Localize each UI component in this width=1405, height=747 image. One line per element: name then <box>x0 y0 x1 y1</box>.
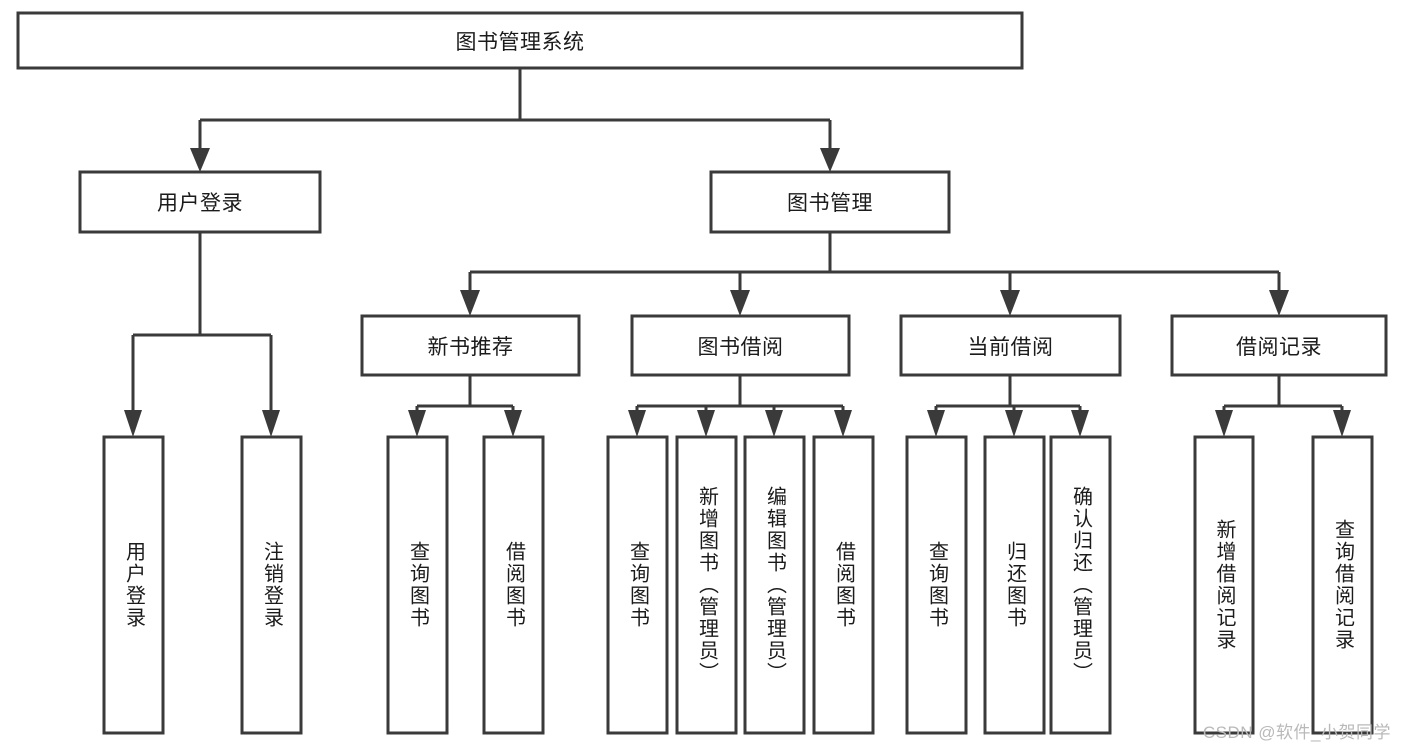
arrow-head-bm-to-new-book-recommend <box>460 290 480 316</box>
arrow-head-br-leaf-0 <box>1215 410 1233 437</box>
arrow-head-root-to-book-management <box>820 148 840 172</box>
arrow-head-user-login-leaf-1 <box>262 410 280 437</box>
arrow-head-bm-to-current-borrow <box>1000 290 1020 316</box>
arrow-head-bb-leaf-0 <box>628 410 646 437</box>
node-box-user-login[interactable] <box>78 170 322 234</box>
leaf-box-12[interactable] <box>1311 435 1374 735</box>
leaf-box-11[interactable] <box>1193 435 1255 735</box>
node-box-current-borrow[interactable] <box>899 314 1122 377</box>
arrow-head-bm-to-borrow-record <box>1269 290 1289 316</box>
node-box-borrow-record[interactable] <box>1170 314 1388 377</box>
node-box-new-book-recommend[interactable] <box>360 314 581 377</box>
arrow-head-nbr-leaf-1 <box>504 410 522 437</box>
leaf-box-2[interactable] <box>386 435 449 735</box>
arrow-head-bb-leaf-1 <box>697 410 715 437</box>
arrow-head-root-to-user-login <box>190 148 210 172</box>
node-box-root[interactable] <box>16 11 1024 70</box>
leaf-box-6[interactable] <box>743 435 806 735</box>
node-box-book-management[interactable] <box>709 170 951 234</box>
leaf-box-8[interactable] <box>905 435 968 735</box>
leaf-box-1[interactable] <box>240 435 303 735</box>
arrow-head-cb-leaf-1 <box>1005 410 1023 437</box>
arrow-head-cb-leaf-0 <box>927 410 945 437</box>
arrow-head-bb-leaf-2 <box>765 410 783 437</box>
leaf-box-10[interactable] <box>1049 435 1112 735</box>
leaf-box-7[interactable] <box>812 435 875 735</box>
arrow-head-cb-leaf-2 <box>1071 410 1089 437</box>
leaf-box-3[interactable] <box>482 435 545 735</box>
leaf-box-0[interactable] <box>102 435 165 735</box>
leaf-box-5[interactable] <box>675 435 738 735</box>
leaf-box-9[interactable] <box>983 435 1046 735</box>
arrow-head-user-login-leaf-0 <box>124 410 142 437</box>
arrow-head-bb-leaf-3 <box>834 410 852 437</box>
arrow-head-nbr-leaf-0 <box>408 410 426 437</box>
leaf-box-4[interactable] <box>606 435 669 735</box>
arrow-head-br-leaf-1 <box>1333 410 1351 437</box>
node-box-book-borrow[interactable] <box>630 314 851 377</box>
arrow-head-bm-to-book-borrow <box>730 290 750 316</box>
